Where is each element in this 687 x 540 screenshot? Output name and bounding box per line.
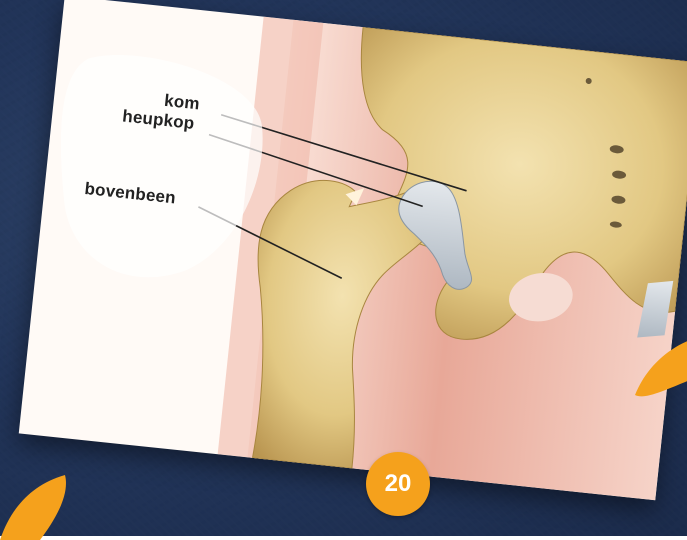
page-number-badge: 20 bbox=[366, 452, 430, 516]
hip-joint-illustration bbox=[19, 0, 687, 500]
label-backdrop bbox=[46, 49, 270, 288]
hip-illustration-card: kom heupkop bovenbeen bbox=[19, 0, 687, 500]
orange-swoosh-left bbox=[0, 470, 90, 540]
orange-swoosh-right bbox=[620, 340, 687, 430]
